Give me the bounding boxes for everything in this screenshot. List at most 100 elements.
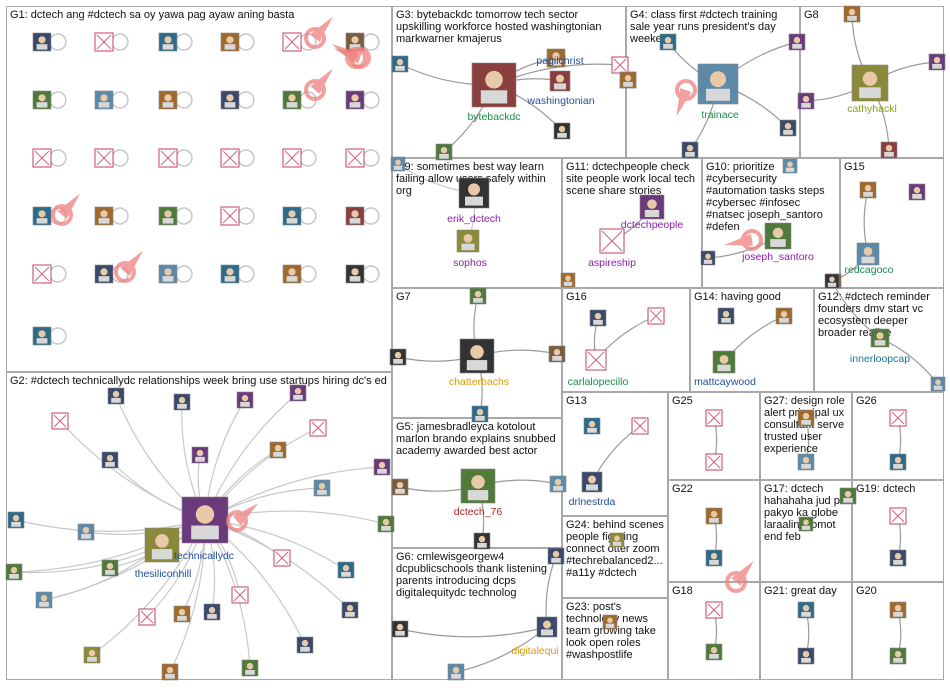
node-g27b[interactable] xyxy=(797,453,815,471)
node-g10b[interactable] xyxy=(782,158,798,174)
node-g12a[interactable] xyxy=(824,273,840,289)
node-g1n4_5[interactable] xyxy=(345,264,365,284)
node-g23a[interactable] xyxy=(602,614,618,630)
node-g4b[interactable] xyxy=(788,33,806,51)
node-g4a[interactable] xyxy=(659,33,677,51)
node-g2a[interactable] xyxy=(51,412,69,430)
node-g8a[interactable] xyxy=(843,5,861,23)
node-g2j[interactable] xyxy=(313,479,331,497)
node-g8c[interactable] xyxy=(797,92,815,110)
node-g7b[interactable] xyxy=(548,345,566,363)
node-g4e[interactable] xyxy=(619,71,637,89)
node-g2y[interactable] xyxy=(161,663,179,681)
node-g3c[interactable] xyxy=(435,143,453,161)
node-g2l[interactable] xyxy=(7,511,25,529)
node-g1n1_3[interactable] xyxy=(220,90,240,110)
node-g3b[interactable] xyxy=(553,122,571,140)
node-g1n3_1[interactable] xyxy=(94,206,114,226)
node-g1n1_2[interactable] xyxy=(158,90,178,110)
node-g22b[interactable] xyxy=(705,549,723,567)
node-sophos[interactable] xyxy=(456,229,480,253)
node-g15a[interactable] xyxy=(859,181,877,199)
node-bytebackdc[interactable] xyxy=(471,62,517,108)
node-g6c[interactable] xyxy=(547,547,565,565)
node-g1n4_4[interactable] xyxy=(282,264,302,284)
node-g1n0_1[interactable] xyxy=(94,32,114,52)
node-g6a[interactable] xyxy=(391,620,409,638)
node-g17a[interactable] xyxy=(839,487,857,505)
node-g9a[interactable] xyxy=(390,156,406,172)
node-g26b[interactable] xyxy=(889,453,907,471)
node-g14a[interactable] xyxy=(717,307,735,325)
node-dctechpeople[interactable] xyxy=(639,194,665,220)
node-g19a[interactable] xyxy=(889,507,907,525)
node-g24a[interactable] xyxy=(609,532,625,548)
node-g2c[interactable] xyxy=(173,393,191,411)
node-g2x[interactable] xyxy=(83,646,101,664)
node-g1n2_2[interactable] xyxy=(158,148,178,168)
node-g1n5_0[interactable] xyxy=(32,326,52,346)
node-g1n3_5[interactable] xyxy=(345,206,365,226)
node-g16a[interactable] xyxy=(589,309,607,327)
node-g25b[interactable] xyxy=(705,453,723,471)
node-g2w[interactable] xyxy=(341,601,359,619)
node-g2u[interactable] xyxy=(173,605,191,623)
node-g14b[interactable] xyxy=(775,307,793,325)
node-g15b[interactable] xyxy=(908,183,926,201)
node-g16b[interactable] xyxy=(647,307,665,325)
node-g25a[interactable] xyxy=(705,409,723,427)
node-g8b[interactable] xyxy=(928,53,946,71)
node-g7a[interactable] xyxy=(389,348,407,366)
node-aspireship[interactable] xyxy=(599,228,625,254)
node-g27a[interactable] xyxy=(797,409,815,427)
node-g8d[interactable] xyxy=(880,141,898,159)
node-g19b[interactable] xyxy=(889,549,907,567)
node-g1n2_3[interactable] xyxy=(220,148,240,168)
node-g5a[interactable] xyxy=(391,478,409,496)
node-g1n2_1[interactable] xyxy=(94,148,114,168)
node-g18a[interactable] xyxy=(705,601,723,619)
node-g12b[interactable] xyxy=(930,376,946,392)
node-g1n2_5[interactable] xyxy=(345,148,365,168)
node-g1n4_3[interactable] xyxy=(220,264,240,284)
node-g2s[interactable] xyxy=(377,515,395,533)
node-joseph_santoro[interactable] xyxy=(764,222,792,250)
node-g1n3_4[interactable] xyxy=(282,206,302,226)
node-g5c[interactable] xyxy=(473,532,491,550)
node-g7c[interactable] xyxy=(469,287,487,305)
node-g1n1_0[interactable] xyxy=(32,90,52,110)
node-g20a[interactable] xyxy=(889,601,907,619)
node-g10a[interactable] xyxy=(700,250,716,266)
node-g7d[interactable] xyxy=(471,405,489,423)
node-g1n4_1[interactable] xyxy=(94,264,114,284)
node-g21b[interactable] xyxy=(797,647,815,665)
node-g2z[interactable] xyxy=(241,659,259,677)
node-digitalequi[interactable] xyxy=(536,616,558,638)
node-carlalopecillo[interactable] xyxy=(585,349,607,371)
node-g2g[interactable] xyxy=(101,451,119,469)
node-g1n4_0[interactable] xyxy=(32,264,52,284)
node-technicallydc[interactable] xyxy=(181,496,229,544)
node-g13a[interactable] xyxy=(583,417,601,435)
node-g2e[interactable] xyxy=(289,384,307,402)
node-g3a[interactable] xyxy=(391,55,409,73)
node-g3d[interactable] xyxy=(611,56,629,74)
node-g2v[interactable] xyxy=(203,603,221,621)
node-g17b[interactable] xyxy=(798,516,814,532)
node-g2b[interactable] xyxy=(107,387,125,405)
node-g2m[interactable] xyxy=(77,523,95,541)
node-g1n0_4[interactable] xyxy=(282,32,302,52)
node-g6b[interactable] xyxy=(447,663,465,681)
node-g18b[interactable] xyxy=(705,643,723,661)
node-g5b[interactable] xyxy=(549,475,567,493)
node-g2k[interactable] xyxy=(373,458,391,476)
node-g4c[interactable] xyxy=(779,119,797,137)
node-g1n0_5[interactable] xyxy=(345,32,365,52)
node-g1n2_0[interactable] xyxy=(32,148,52,168)
node-g26a[interactable] xyxy=(889,409,907,427)
node-g1n4_2[interactable] xyxy=(158,264,178,284)
node-g22a[interactable] xyxy=(705,507,723,525)
node-g1n0_3[interactable] xyxy=(220,32,240,52)
node-washingtonian[interactable] xyxy=(549,70,571,92)
node-g20b[interactable] xyxy=(889,647,907,665)
